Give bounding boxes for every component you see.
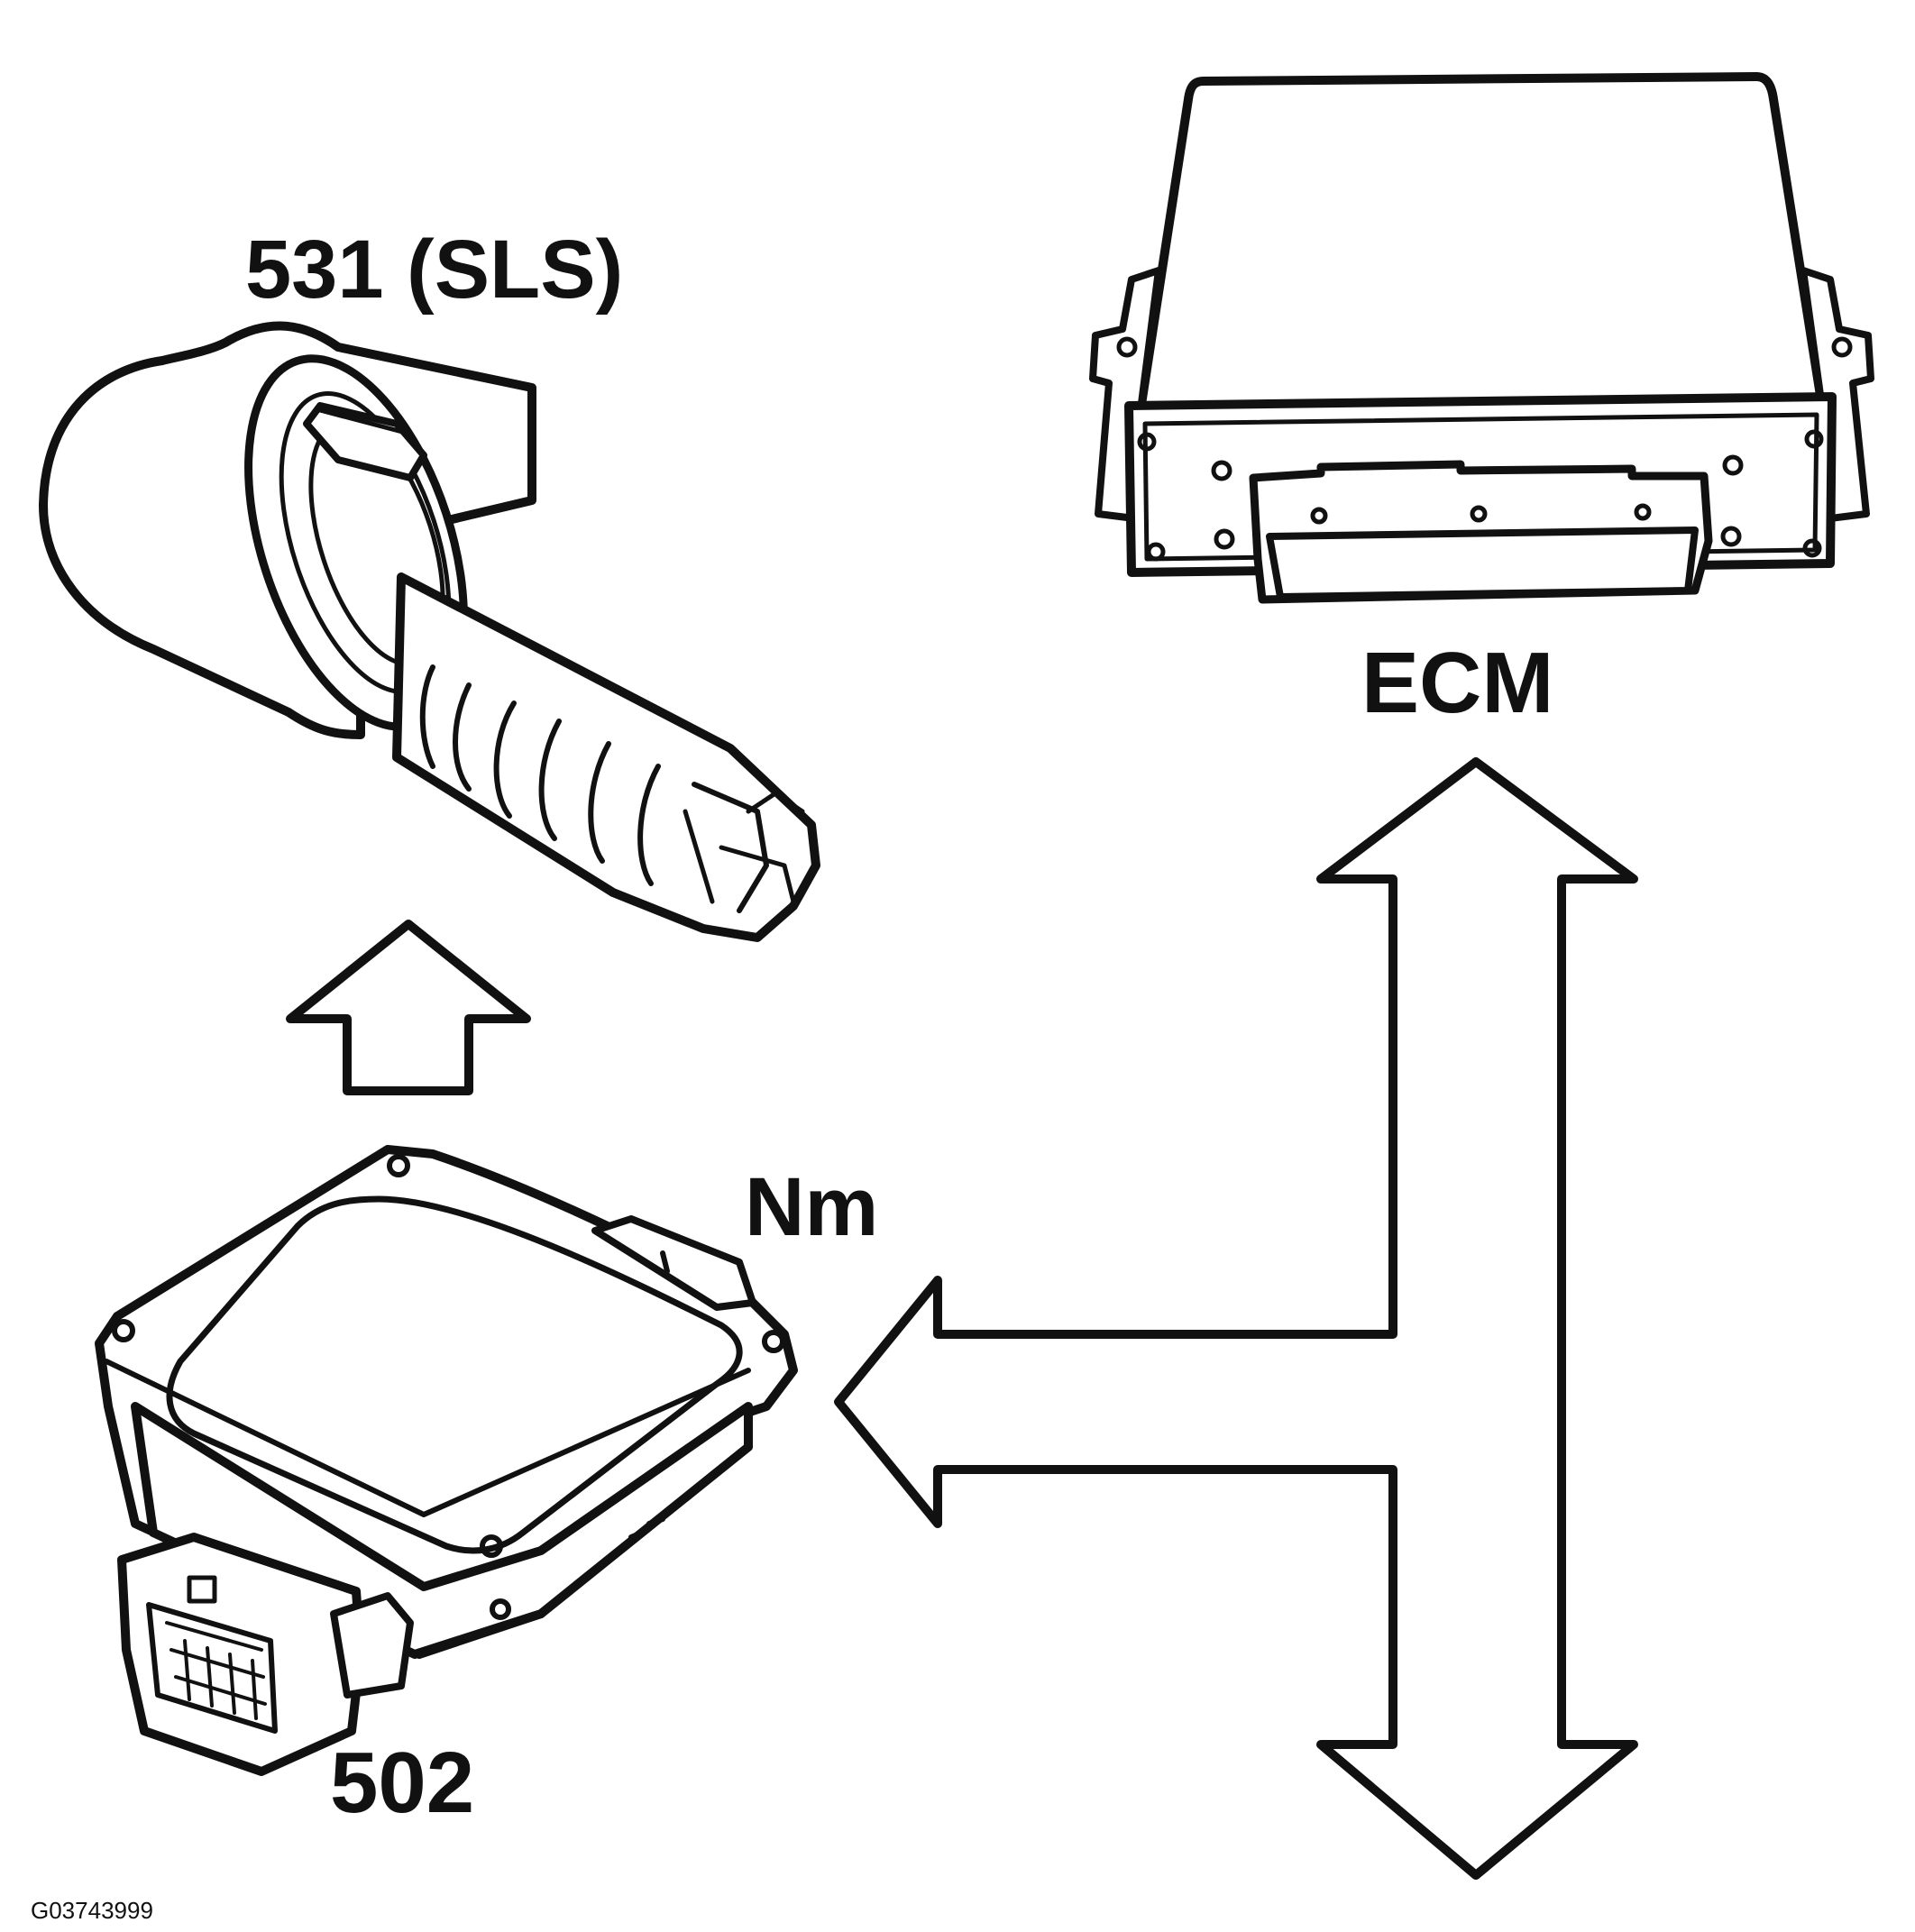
up-arrow-icon bbox=[286, 920, 531, 1095]
module-label: 502 bbox=[330, 1735, 474, 1831]
control-module-502-icon bbox=[95, 1145, 798, 1776]
sensor-label: 531 (SLS) bbox=[245, 224, 623, 316]
sensor-531-icon bbox=[39, 321, 820, 942]
signal-label: Nm bbox=[745, 1161, 878, 1253]
figure-reference: G03743999 bbox=[31, 1897, 153, 1924]
signal-arrows-icon bbox=[834, 757, 1638, 1880]
ecm-module-icon bbox=[1089, 72, 1874, 604]
ecm-label: ECM bbox=[1361, 635, 1553, 731]
